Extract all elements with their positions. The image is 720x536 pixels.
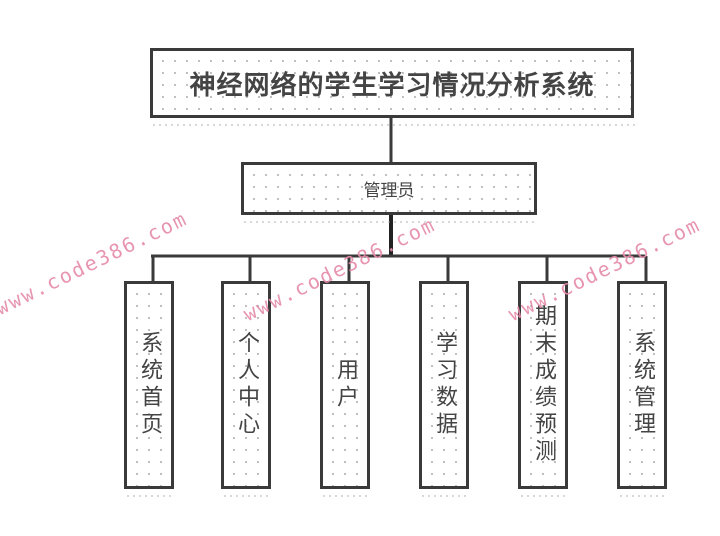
module-node: 个人中心	[221, 281, 272, 498]
root-node-label: 神经网络的学生学习情况分析系统	[189, 70, 595, 101]
root-node: 神经网络的学生学习情况分析系统	[150, 48, 635, 127]
module-node: 用户	[320, 281, 371, 498]
module-label: 系统首页	[137, 331, 162, 439]
module-node: 期末成绩预测	[518, 281, 569, 498]
admin-node: 管理员	[241, 162, 538, 224]
module-label: 学习数据	[432, 331, 457, 439]
admin-node-label: 管理员	[363, 181, 415, 201]
module-node: 学习数据	[419, 281, 470, 498]
module-label: 期末成绩预测	[531, 304, 556, 466]
module-label: 用户	[333, 358, 358, 412]
module-label: 系统管理	[630, 331, 655, 439]
module-label: 个人中心	[234, 331, 259, 439]
module-node: 系统管理	[617, 281, 668, 498]
module-node: 系统首页	[124, 281, 175, 498]
